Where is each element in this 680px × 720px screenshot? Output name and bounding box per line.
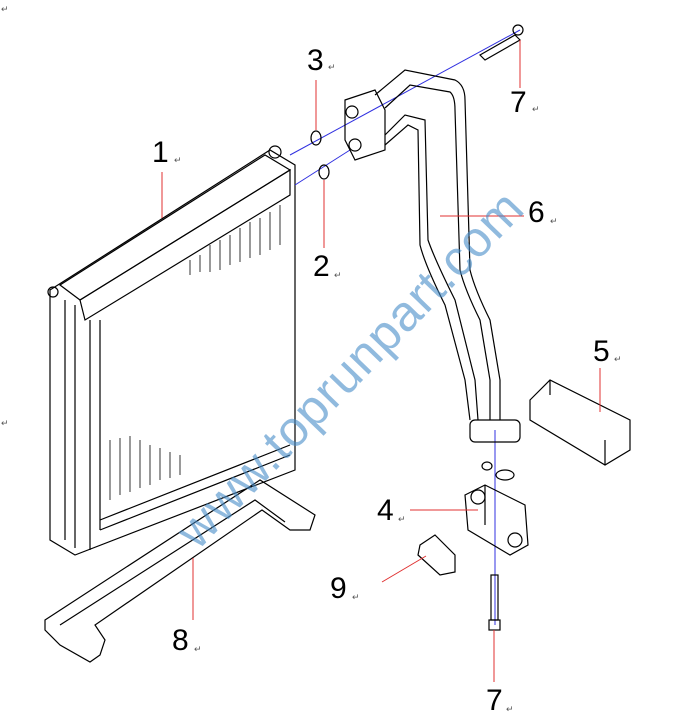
- paragraph-mark: ↵: [398, 514, 406, 524]
- suction-pipe-assembly: [344, 69, 521, 481]
- seal-frame: [44, 479, 316, 663]
- callout-7-bottom: 7: [486, 684, 503, 717]
- callout-4: 4: [377, 494, 394, 527]
- leader-lines: [161, 40, 601, 682]
- callout-6: 6: [528, 196, 545, 229]
- o-ring-2: [318, 164, 330, 180]
- bolt-top: [479, 24, 524, 61]
- paragraph-mark: ↵: [174, 155, 182, 165]
- callout-5: 5: [593, 335, 610, 368]
- paragraph-mark: ↵: [328, 62, 336, 72]
- callout-9: 9: [330, 572, 347, 605]
- paragraph-mark: ↵: [614, 354, 622, 364]
- callout-1: 1: [152, 136, 169, 169]
- paragraph-mark: ↵: [334, 270, 342, 280]
- paragraph-mark: ↵: [506, 704, 514, 714]
- paragraph-mark: ↵: [1, 418, 9, 428]
- o-ring-3: [310, 130, 322, 146]
- callout-8: 8: [172, 624, 189, 657]
- callout-7-top: 7: [510, 86, 527, 119]
- paragraph-mark: ↵: [550, 216, 558, 226]
- callout-3: 3: [307, 44, 324, 77]
- insulator-pad: [529, 379, 631, 466]
- paragraph-mark: ↵: [532, 104, 540, 114]
- paragraph-mark: ↵: [194, 644, 202, 654]
- callout-2: 2: [313, 250, 330, 283]
- pipe-axes: [289, 29, 521, 625]
- paragraph-mark: ↵: [352, 592, 360, 602]
- bracket: [417, 534, 456, 576]
- expansion-valve: [464, 484, 529, 556]
- evaporator-core: [47, 145, 296, 556]
- paragraph-mark: ↵: [1, 4, 9, 14]
